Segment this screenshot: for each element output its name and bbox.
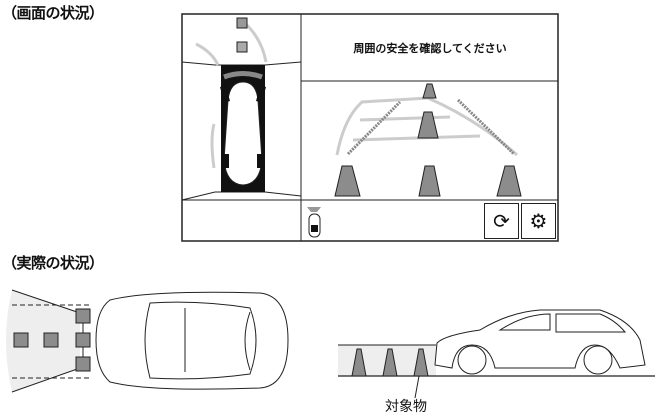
cones-side (351, 348, 429, 377)
cone-markers (13, 308, 91, 372)
monitor-screen (181, 13, 559, 242)
actual-side-view (338, 309, 655, 399)
car-side-view (434, 309, 646, 369)
gear-icon: ⚙ (529, 209, 548, 233)
safety-message: 周囲の安全を確認してください (353, 42, 507, 55)
top-view-pane (181, 17, 302, 201)
car-top-icon (223, 81, 263, 186)
camera-switch-icon: ⟳ (493, 209, 510, 233)
actual-top-view (6, 289, 289, 393)
cones (334, 83, 522, 197)
screen-section-title: （画面の状況） (2, 4, 104, 22)
cone-marker (236, 41, 248, 53)
car-top-view (95, 291, 289, 390)
settings-button[interactable]: ⚙ (521, 203, 556, 239)
camera-switch-button[interactable]: ⟳ (484, 203, 519, 239)
camera-view-pane (307, 83, 522, 238)
object-label: 対象物 (385, 399, 427, 415)
cone-marker (236, 17, 248, 29)
actual-section-title: （実際の状況） (2, 254, 104, 272)
